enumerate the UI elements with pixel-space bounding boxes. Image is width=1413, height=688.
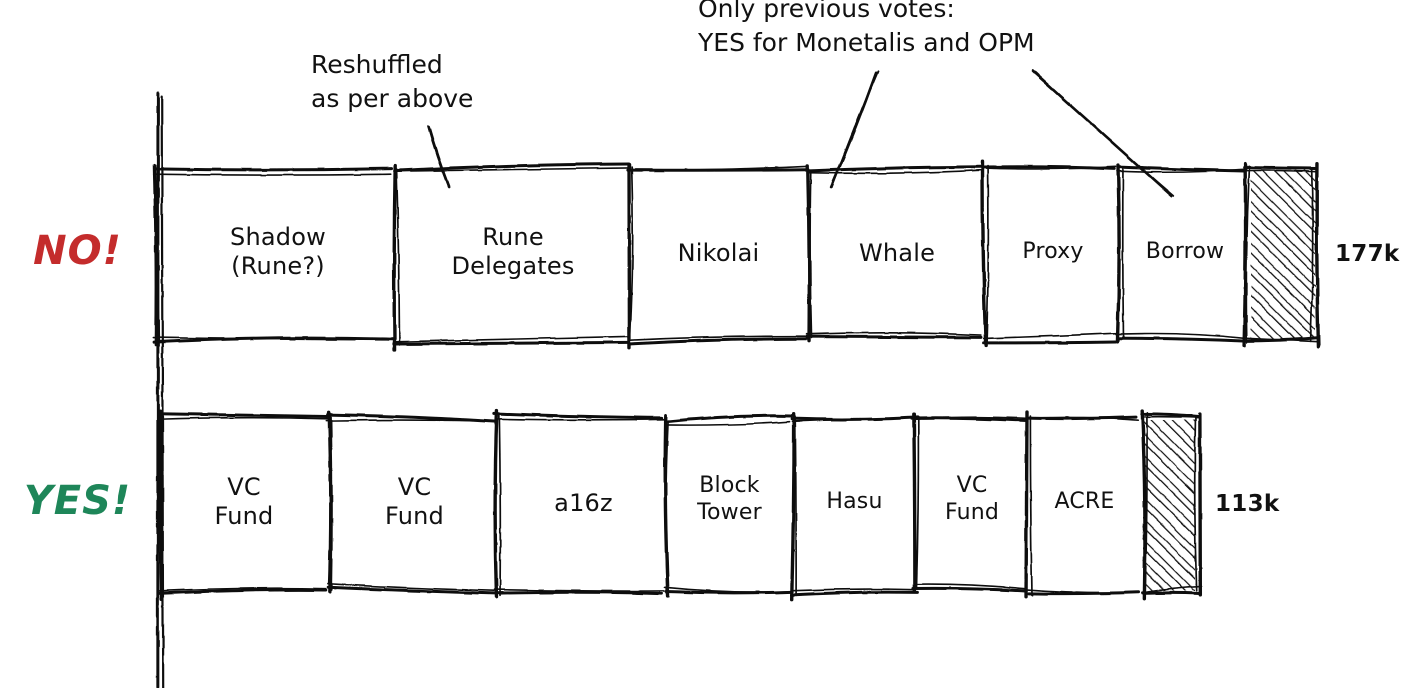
- hatched-remainder-fill: [1143, 420, 1195, 591]
- bar-segment-rune-delegates[interactable]: [392, 162, 632, 352]
- bar-segment-a16z[interactable]: [492, 408, 666, 599]
- bar-segment-block-tower[interactable]: [663, 413, 793, 599]
- bar-segment-hasu[interactable]: [789, 412, 920, 602]
- hatched-remainder-fill: [1251, 170, 1315, 340]
- axis-line-double: [160, 95, 165, 688]
- bar-segment-vc-fund-1[interactable]: [156, 409, 329, 602]
- yes-row: [156, 408, 1203, 602]
- bar-segment-remainder-hatched[interactable]: [1140, 408, 1203, 601]
- bar-segment-acre[interactable]: [1024, 410, 1141, 599]
- bar-segment-borrow[interactable]: [1115, 163, 1248, 344]
- no-row: [152, 159, 1321, 352]
- bar-segment-shadow-rune[interactable]: [152, 163, 396, 347]
- bar-segment-remainder-hatched[interactable]: [1242, 161, 1321, 348]
- bar-segment-vc-fund-2[interactable]: [325, 410, 497, 595]
- bar-segment-proxy[interactable]: [980, 159, 1118, 348]
- bar-segment-whale[interactable]: [805, 164, 983, 343]
- bar-segment-vc-fund-3[interactable]: [910, 412, 1028, 594]
- bar-segment-nikolai[interactable]: [626, 163, 811, 350]
